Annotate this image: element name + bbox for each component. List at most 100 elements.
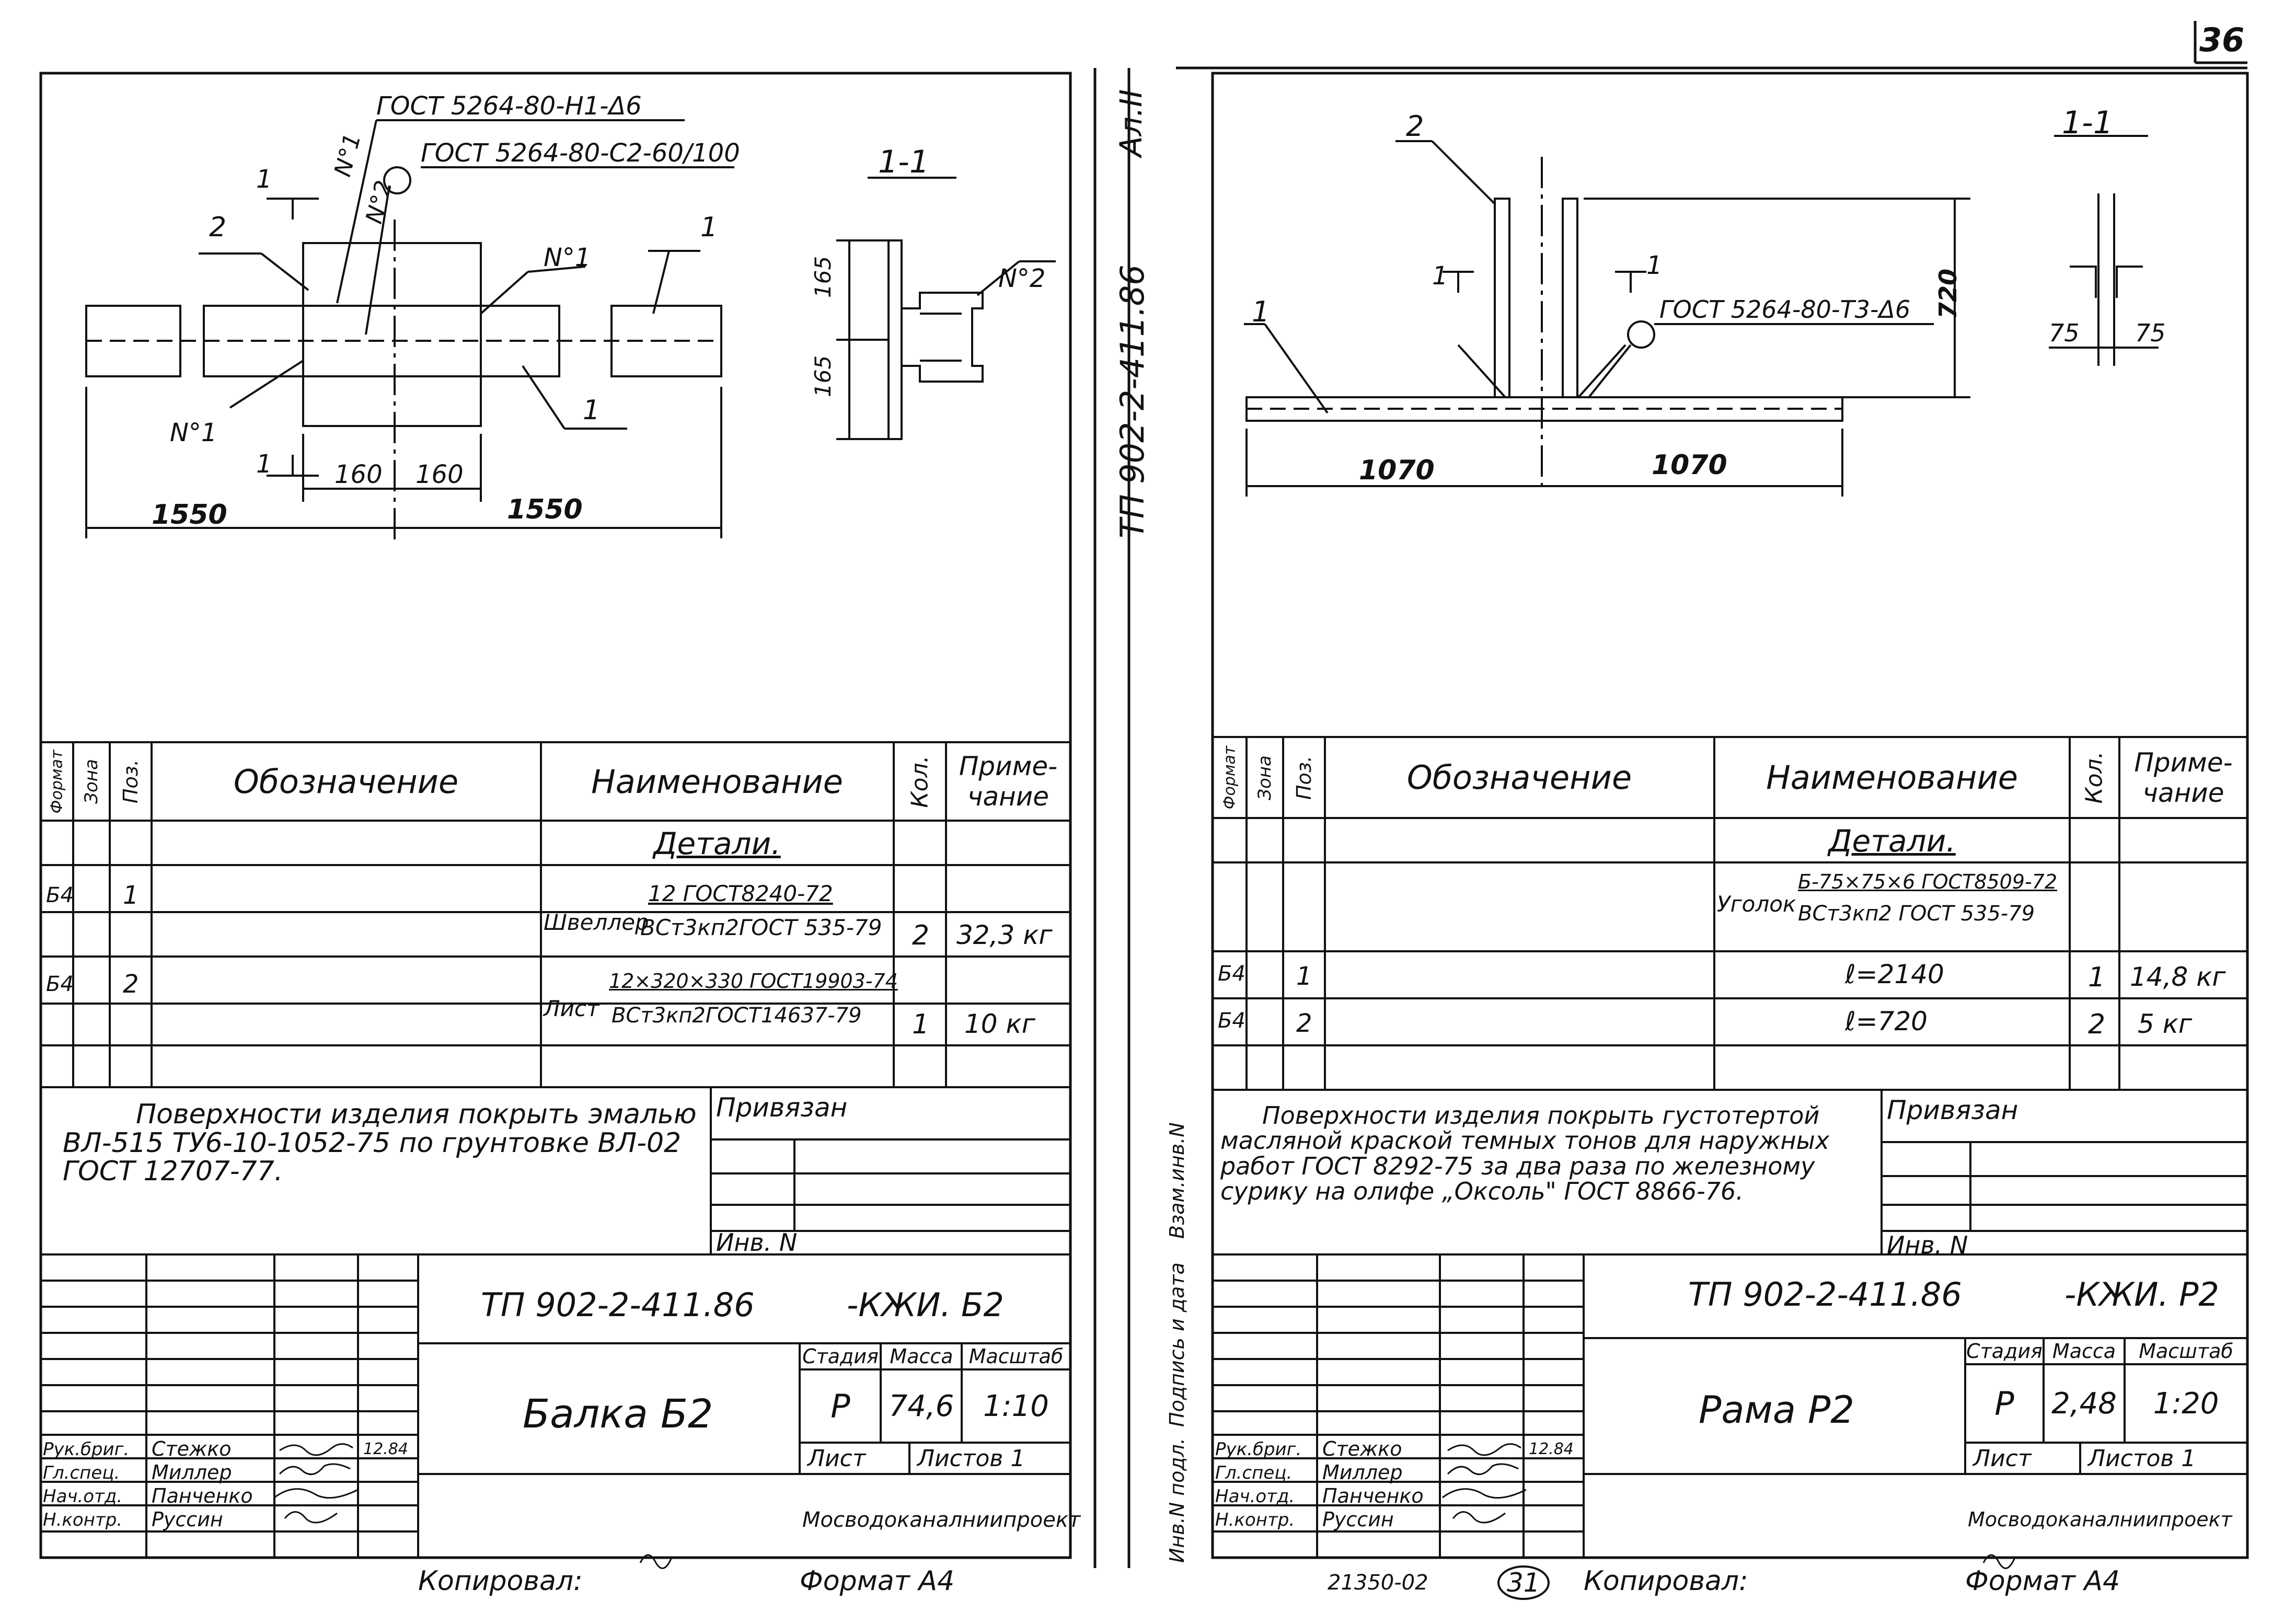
role-label: Н.контр. bbox=[1215, 1510, 1295, 1530]
stage-value: Р bbox=[1994, 1384, 2014, 1423]
row-format: Б4 bbox=[1218, 962, 1245, 986]
header-designation: Обозначение bbox=[1406, 758, 1632, 797]
row-name-top: Б-75×75×6 ГОСТ8509-72 bbox=[1798, 870, 2058, 893]
row-name-top: ℓ=2140 bbox=[1845, 959, 1944, 989]
inv-label: Инв. N bbox=[1887, 1231, 1968, 1259]
role-label: Гл.спец. bbox=[43, 1462, 120, 1483]
row-format: Б4 bbox=[1218, 1009, 1245, 1033]
header-qty: Кол. bbox=[906, 755, 933, 808]
copied-by: Копировал: bbox=[418, 1565, 583, 1597]
section-title: 1-1 bbox=[2062, 105, 2113, 141]
header-note: Приме-чание bbox=[959, 751, 1058, 812]
row-pos: 2 bbox=[123, 970, 139, 999]
header-designation: Обозначение bbox=[233, 762, 459, 801]
sheets-label: Листов 1 bbox=[2088, 1445, 2196, 1472]
stage-header: Стадия bbox=[802, 1345, 879, 1368]
right-spec-table-lines bbox=[1213, 736, 2247, 1558]
surface-note: Поверхности изделия покрыть густотертой … bbox=[1220, 1101, 1830, 1205]
sheet-label: Лист bbox=[1973, 1445, 2032, 1472]
side-field-replace: Взам.инв.N bbox=[1166, 1122, 1189, 1239]
cut-marker-label: 1 bbox=[1646, 251, 1663, 280]
section-dimension: 165 bbox=[810, 256, 836, 298]
row-pos: 1 bbox=[123, 881, 139, 910]
sheet-label: Лист bbox=[808, 1445, 866, 1472]
row-note: 32,3 кг bbox=[956, 920, 1053, 950]
item-name: Рама Р2 bbox=[1699, 1388, 1855, 1432]
dimension-label: 160 bbox=[416, 460, 464, 489]
row-note: 5 кг bbox=[2138, 1009, 2193, 1039]
header-note: Приме-чание bbox=[2134, 747, 2233, 808]
stage-header: Стадия bbox=[1966, 1340, 2043, 1363]
person-name: Руссин bbox=[152, 1508, 223, 1531]
person-name: Руссин bbox=[1322, 1508, 1394, 1531]
row-name-top: 12 ГОСТ8240-72 bbox=[648, 881, 833, 906]
position-label: 1 bbox=[700, 212, 718, 243]
row-format: Б4 bbox=[46, 972, 74, 996]
person-name: Стежко bbox=[1322, 1437, 1402, 1460]
dimension-label: 1550 bbox=[152, 499, 227, 531]
sign-date: 12.84 bbox=[363, 1440, 408, 1458]
mass-header: Масса bbox=[890, 1345, 953, 1368]
side-stamp: Ал.II bbox=[1113, 89, 1149, 157]
section-title: 1-1 bbox=[878, 144, 929, 180]
mass-header: Масса bbox=[2052, 1340, 2116, 1363]
person-name: Стежко bbox=[152, 1437, 232, 1460]
section-title: Детали. bbox=[1828, 823, 1956, 859]
row-pos: 1 bbox=[1296, 962, 1312, 991]
header-name: Наименование bbox=[591, 762, 843, 801]
dimension-label: 160 bbox=[334, 460, 383, 489]
bottom-page-number: 31 bbox=[1497, 1565, 1550, 1600]
person-name: Миллер bbox=[1322, 1461, 1403, 1484]
drawing-mark: -КЖИ. Б2 bbox=[847, 1286, 1004, 1324]
row-name-prefix: Лист bbox=[544, 996, 599, 1021]
project-code: ТП 902-2-411.86 bbox=[481, 1286, 755, 1324]
bound-label: Привязан bbox=[716, 1092, 848, 1123]
row-name-bottom: ВСт3кп2 ГОСТ 535-79 bbox=[1798, 902, 2035, 926]
seam-label: N°1 bbox=[170, 418, 217, 447]
corner-page-number: 36 bbox=[2199, 21, 2245, 59]
role-label: Гл.спец. bbox=[1215, 1462, 1293, 1483]
position-label: 1 bbox=[1252, 295, 1270, 328]
role-label: Н.контр. bbox=[43, 1510, 123, 1530]
header-pos: Поз. bbox=[119, 759, 143, 804]
row-qty: 1 bbox=[2088, 962, 2106, 993]
signature-scribbles bbox=[274, 1443, 2016, 1569]
plate-outline bbox=[302, 242, 482, 427]
sign-date: 12.84 bbox=[1529, 1440, 1574, 1458]
header-name: Наименование bbox=[1766, 758, 2018, 797]
project-code: ТП 902-2-411.86 bbox=[1688, 1275, 1962, 1314]
bound-label: Привязан bbox=[1887, 1095, 2018, 1125]
row-name-top: ℓ=720 bbox=[1845, 1006, 1928, 1036]
row-name-bottom: ВСт3кп2ГОСТ 535-79 bbox=[640, 915, 882, 940]
row-qty: 2 bbox=[912, 920, 930, 951]
scale-header: Масштаб bbox=[968, 1345, 1064, 1368]
row-name-top: 12×320×330 ГОСТ19903-74 bbox=[609, 970, 898, 993]
side-field-signature: Подпись и дата bbox=[1166, 1262, 1189, 1427]
organization: Мосводоканалниипроект bbox=[802, 1508, 1081, 1532]
left-beam-plan bbox=[85, 119, 1056, 544]
mass-value: 74,6 bbox=[889, 1389, 954, 1423]
right-frame-drawing bbox=[1244, 135, 2159, 497]
section-dimension: 75 bbox=[2049, 319, 2080, 347]
position-label: 2 bbox=[1406, 110, 1424, 143]
role-label: Нач.отд. bbox=[1215, 1486, 1295, 1507]
organization: Мосводоканалниипроект bbox=[1968, 1508, 2232, 1531]
sheets-label: Листов 1 bbox=[917, 1445, 1025, 1472]
surface-note: Поверхности изделия покрыть эмалью ВЛ-51… bbox=[63, 1099, 697, 1188]
dimension-label: 1070 bbox=[1359, 455, 1435, 486]
row-qty: 1 bbox=[912, 1009, 930, 1040]
seam-label: N°1 bbox=[544, 243, 591, 272]
inv-label: Инв. N bbox=[716, 1228, 798, 1257]
item-name: Балка Б2 bbox=[523, 1390, 713, 1437]
header-qty: Кол. bbox=[2081, 751, 2108, 804]
position-label: 1 bbox=[583, 395, 601, 426]
weld-label: ГОСТ 5264-80-Т3-Δ6 bbox=[1659, 295, 1911, 324]
header-format: Формат bbox=[1220, 745, 1239, 810]
scale-value: 1:10 bbox=[983, 1389, 1049, 1423]
section-title: Детали. bbox=[653, 826, 781, 861]
role-label: Рук.бриг. bbox=[1215, 1439, 1302, 1460]
section-dimension: 165 bbox=[810, 355, 836, 397]
person-name: Панченко bbox=[152, 1484, 253, 1507]
cut-marker-label: 1 bbox=[256, 450, 272, 479]
